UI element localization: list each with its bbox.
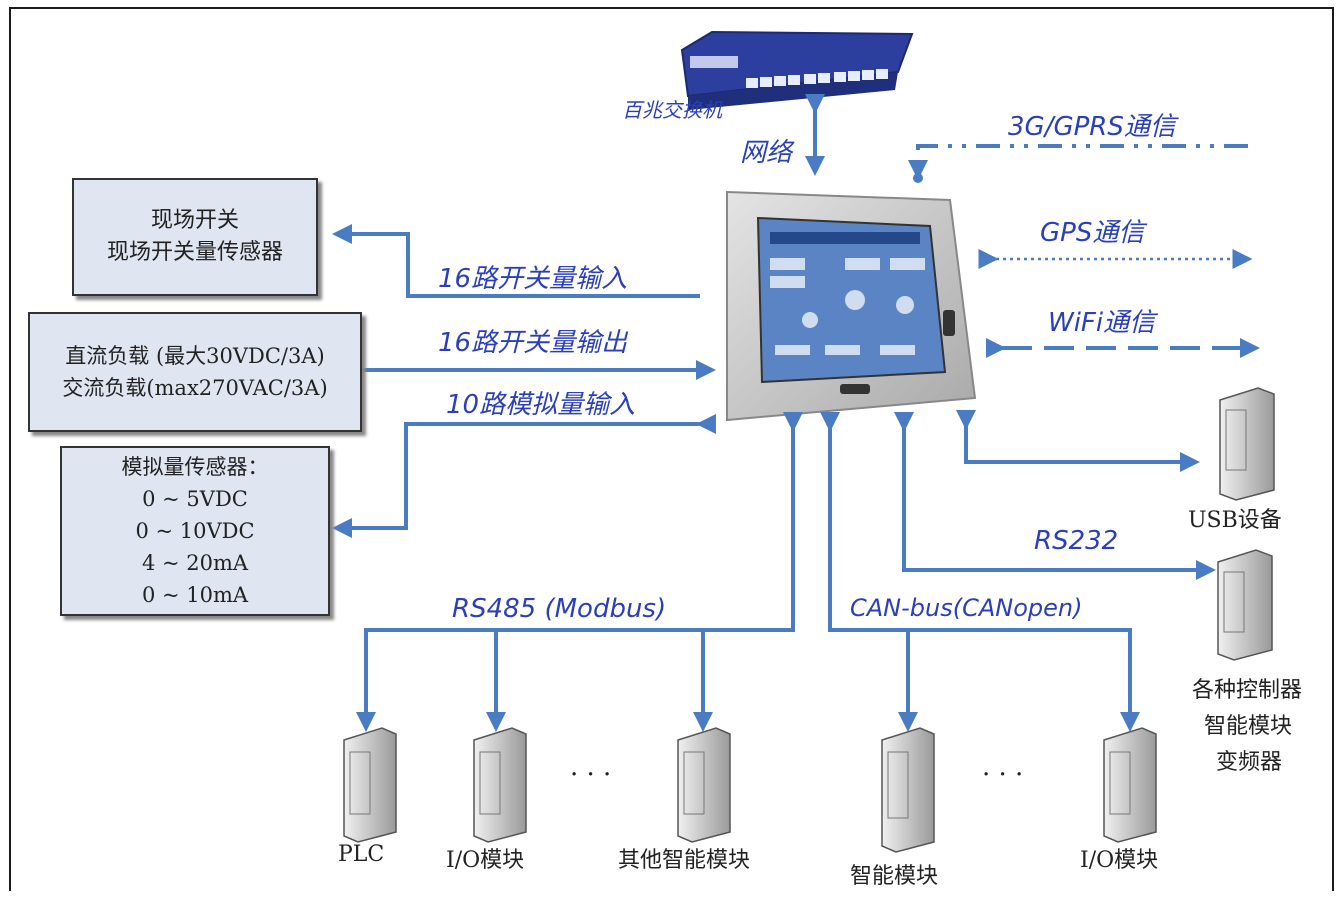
controller-line-3: 变频器 bbox=[1216, 750, 1283, 775]
dc-load-line: 直流负载 (最大30VDC/3A) bbox=[65, 344, 325, 368]
gprs-label: 3G/GPRS通信 bbox=[1008, 112, 1176, 142]
usb-device-icon bbox=[1219, 387, 1275, 501]
rs485-trunk bbox=[356, 412, 803, 732]
io-module-device-icon bbox=[473, 727, 527, 843]
plc-device-icon bbox=[343, 727, 397, 843]
other-module-label: 其他智能模块 bbox=[618, 848, 751, 873]
network-label: 网络 bbox=[740, 138, 793, 168]
antenna-icon bbox=[913, 173, 923, 183]
can-label: CAN-bus(CANopen) bbox=[850, 594, 1083, 622]
wifi-label: WiFi通信 bbox=[1048, 308, 1156, 338]
gprs-arrow bbox=[908, 144, 1248, 180]
controller-line-2: 智能模块 bbox=[1204, 714, 1293, 739]
analog-range-1: 0 ~ 5VDC bbox=[142, 487, 248, 511]
analog-sensor-box: 模拟量传感器： 0 ~ 5VDC 0 ~ 10VDC 4 ~ 20mA 0 ~ … bbox=[60, 446, 330, 616]
gps-label: GPS通信 bbox=[1040, 218, 1145, 248]
analog-input-arrow bbox=[332, 414, 716, 538]
analog-range-2: 0 ~ 10VDC bbox=[135, 519, 255, 543]
smart-module-device-icon bbox=[881, 727, 935, 853]
ellipsis-can: · · · bbox=[982, 760, 1024, 790]
ac-load-line: 交流负载(max270VAC/3A) bbox=[62, 376, 328, 400]
controller-line-1: 各种控制器 bbox=[1192, 678, 1303, 703]
smart-module-label: 智能模块 bbox=[850, 864, 939, 889]
analog-input-label: 10路模拟量输入 bbox=[446, 390, 636, 420]
analog-range-4: 0 ~ 10mA bbox=[141, 583, 249, 607]
connection-arrows bbox=[332, 94, 1260, 732]
diagram-frame bbox=[9, 7, 1334, 891]
controller-device-icon bbox=[1217, 549, 1273, 661]
panel-pc-icon bbox=[726, 190, 977, 422]
io-module-2-device-icon bbox=[1103, 727, 1157, 843]
field-switch-line-1: 现场开关 bbox=[150, 208, 239, 233]
rs485-label: RS485 (Modbus) bbox=[452, 594, 667, 624]
ellipsis-rs485: · · · bbox=[570, 760, 612, 790]
plc-label: PLC bbox=[338, 842, 385, 867]
digital-input-arrow bbox=[332, 224, 700, 298]
digital-output-label: 16路开关量输出 bbox=[438, 328, 628, 358]
rs232-label: RS232 bbox=[1034, 526, 1119, 556]
can-trunk bbox=[820, 412, 1140, 732]
switch-label: 百兆交换机 bbox=[622, 98, 722, 122]
network-switch-icon bbox=[680, 30, 914, 110]
io-module-2-label: I/O模块 bbox=[1080, 848, 1159, 873]
other-module-device-icon bbox=[677, 727, 731, 843]
usb-arrow bbox=[956, 410, 1200, 472]
analog-title: 模拟量传感器： bbox=[121, 455, 269, 479]
analog-range-3: 4 ~ 20mA bbox=[141, 551, 249, 575]
digital-input-label: 16路开关量输入 bbox=[438, 264, 628, 294]
field-switch-line-2: 现场开关量传感器 bbox=[106, 240, 283, 265]
load-box: 直流负载 (最大30VDC/3A) 交流负载(max270VAC/3A) bbox=[28, 312, 362, 432]
usb-device-label: USB设备 bbox=[1188, 508, 1282, 533]
io-module-label: I/O模块 bbox=[446, 848, 525, 873]
field-switch-box: 现场开关 现场开关量传感器 bbox=[72, 178, 318, 296]
